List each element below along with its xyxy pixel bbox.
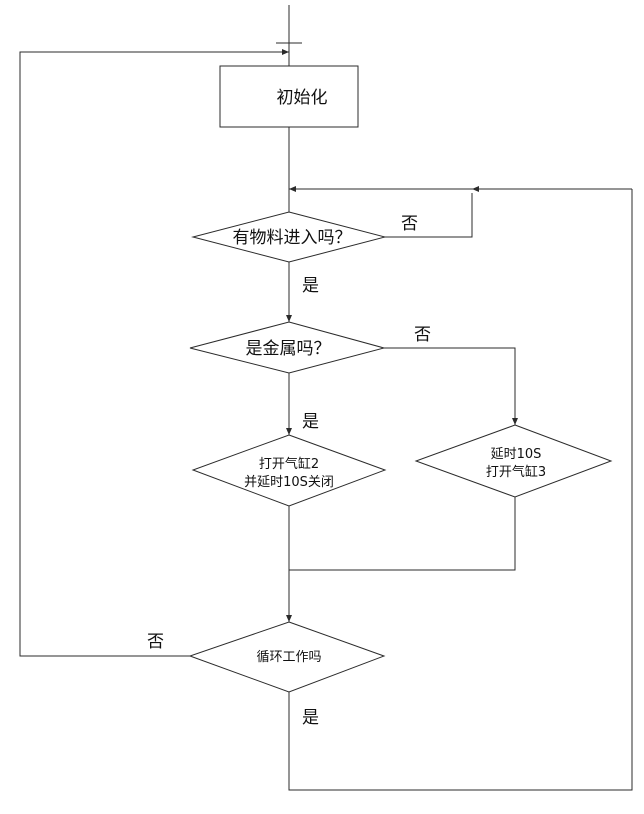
connector-metal-no <box>384 347 516 425</box>
metal-check-diamond <box>189 321 386 374</box>
connector-loop-yes <box>288 189 633 791</box>
edge-label-loop-yes: 是 <box>302 708 319 728</box>
edge-label-material-yes: 是 <box>302 276 319 296</box>
arrowhead-metal-check <box>286 315 292 322</box>
edge-label-metal-yes: 是 <box>302 412 319 432</box>
arrowhead-loop-check <box>286 615 292 622</box>
material-check-diamond <box>191 211 387 263</box>
metal-yes-action-line-2: 并延时10S关闭 <box>244 475 334 490</box>
metal-yes-action-line-1: 打开气缸2 <box>259 456 319 472</box>
return-arrowhead-main <box>289 186 296 192</box>
edge-label-loop-no: 否 <box>147 632 164 652</box>
material-check-label: 有物料进入吗？ <box>233 228 352 248</box>
metal-no-action-line-1: 延时10S <box>491 447 542 462</box>
metal-yes-action-diamond <box>191 434 387 507</box>
arrowhead-loop-no-return <box>282 49 289 55</box>
metal-no-action-diamond <box>414 424 613 498</box>
edge-label-material-no: 否 <box>401 214 418 234</box>
edge-label-metal-no: 否 <box>414 325 431 345</box>
return-arrowhead-right <box>472 186 479 192</box>
connector-no-action-merge <box>289 497 516 571</box>
metal-no-action-line-2: 打开气缸3 <box>486 464 546 480</box>
metal-check-label: 是金属吗？ <box>246 339 331 359</box>
connector-loop-no <box>19 51 289 657</box>
arrowhead-metal-no-action <box>512 418 518 425</box>
init-box <box>219 65 359 128</box>
init-label: 初始化 <box>277 88 328 108</box>
connector-material-no-loop <box>385 193 473 238</box>
loop-check-diamond <box>188 621 386 693</box>
loop-check-label: 循环工作吗 <box>256 650 321 665</box>
arrowhead-metal-yes-action <box>286 428 292 435</box>
